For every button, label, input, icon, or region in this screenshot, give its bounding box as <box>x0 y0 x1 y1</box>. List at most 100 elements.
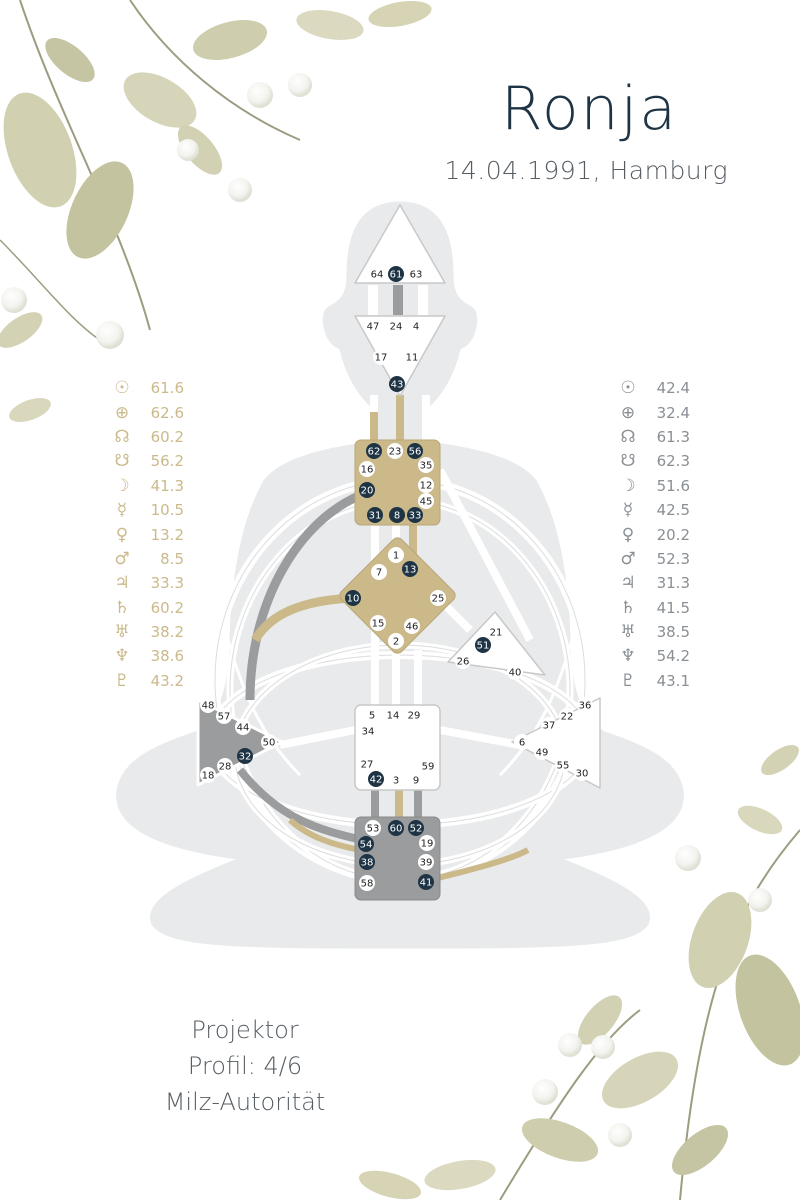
gate-17[interactable]: 17 <box>373 349 389 365</box>
gate-59[interactable]: 59 <box>420 758 436 774</box>
planet-gate-value: 43.1 <box>656 671 690 690</box>
gate-54[interactable]: 54 <box>358 836 374 852</box>
gate-marker <box>200 697 216 713</box>
gate-12[interactable]: 12 <box>418 477 434 493</box>
gate-3[interactable]: 3 <box>388 772 404 788</box>
gate-16[interactable]: 16 <box>359 461 375 477</box>
gate-20[interactable]: 20 <box>359 482 375 498</box>
gate-14[interactable]: 14 <box>385 707 401 723</box>
gate-30[interactable]: 30 <box>574 765 590 781</box>
gate-38[interactable]: 38 <box>359 854 375 870</box>
gate-21[interactable]: 21 <box>488 624 504 640</box>
planet-gate-value: 41.3 <box>150 476 184 495</box>
gate-44[interactable]: 44 <box>235 719 251 735</box>
gate-number: 4 <box>413 322 419 333</box>
gate-1[interactable]: 1 <box>388 547 404 563</box>
gate-5[interactable]: 5 <box>364 707 380 723</box>
gate-24[interactable]: 24 <box>388 318 404 334</box>
gate-8[interactable]: 8 <box>389 507 405 523</box>
gate-25[interactable]: 25 <box>430 590 446 606</box>
gate-marker <box>418 477 434 493</box>
gate-34[interactable]: 34 <box>360 723 376 739</box>
g-center[interactable] <box>337 535 457 655</box>
gate-55[interactable]: 55 <box>555 757 571 773</box>
gate-marker <box>408 266 424 282</box>
gate-57[interactable]: 57 <box>216 708 232 724</box>
leaf-decoration-bottom-right <box>358 744 800 1200</box>
gate-marker <box>455 653 471 669</box>
gate-26[interactable]: 26 <box>455 653 471 669</box>
gate-number: 56 <box>409 447 422 458</box>
heart-center[interactable] <box>447 611 546 676</box>
gate-13[interactable]: 13 <box>402 561 418 577</box>
gate-11[interactable]: 11 <box>404 349 420 365</box>
gate-60[interactable]: 60 <box>388 820 404 836</box>
gate-47[interactable]: 47 <box>365 318 381 334</box>
gate-23[interactable]: 23 <box>387 443 403 459</box>
leaf-decoration-top-left <box>0 0 432 423</box>
gate-number: 48 <box>202 701 215 712</box>
head-center[interactable] <box>354 204 446 284</box>
gate-41[interactable]: 41 <box>418 874 434 890</box>
sacral-center[interactable] <box>354 704 441 791</box>
gate-29[interactable]: 29 <box>406 707 422 723</box>
planet-row: ☋62.3 <box>614 449 690 473</box>
gate-46[interactable]: 46 <box>404 618 420 634</box>
gate-43[interactable]: 43 <box>389 376 405 392</box>
gate-31[interactable]: 31 <box>367 507 383 523</box>
gate-63[interactable]: 63 <box>408 266 424 282</box>
gate-45[interactable]: 45 <box>418 493 434 509</box>
gate-53[interactable]: 53 <box>365 820 381 836</box>
gate-61[interactable]: 61 <box>388 266 404 282</box>
gate-52[interactable]: 52 <box>408 820 424 836</box>
gate-4[interactable]: 4 <box>408 318 424 334</box>
planet-row: ♃31.3 <box>614 571 690 595</box>
gate-39[interactable]: 39 <box>418 854 434 870</box>
gate-36[interactable]: 36 <box>577 697 593 713</box>
gate-28[interactable]: 28 <box>217 758 233 774</box>
gate-35[interactable]: 35 <box>418 457 434 473</box>
gate-50[interactable]: 50 <box>261 734 277 750</box>
gate-27[interactable]: 27 <box>359 756 375 772</box>
design-planets-column: ☉61.6⊕62.6☊60.2☋56.2☽41.3☿10.5♀13.2♂8.5♃… <box>108 376 184 693</box>
gate-number: 41 <box>420 878 433 889</box>
planet-row: ☋56.2 <box>108 449 184 473</box>
gate-marker <box>407 443 423 459</box>
gate-number: 33 <box>409 511 422 522</box>
gate-marker <box>261 734 277 750</box>
gate-49[interactable]: 49 <box>534 744 550 760</box>
gate-22[interactable]: 22 <box>559 708 575 724</box>
planet-gate-value: 60.2 <box>150 598 184 617</box>
gate-marker <box>359 756 375 772</box>
gate-18[interactable]: 18 <box>200 767 216 783</box>
gate-48[interactable]: 48 <box>200 697 216 713</box>
gate-9[interactable]: 9 <box>408 772 424 788</box>
planet-gate-value: 62.6 <box>150 403 184 422</box>
gate-number: 24 <box>390 322 403 333</box>
gate-10[interactable]: 10 <box>345 590 361 606</box>
gate-42[interactable]: 42 <box>368 771 384 787</box>
gate-7[interactable]: 7 <box>371 564 387 580</box>
gate-62[interactable]: 62 <box>366 443 382 459</box>
gate-number: 27 <box>361 760 374 771</box>
gate-marker <box>402 561 418 577</box>
gate-15[interactable]: 15 <box>370 615 386 631</box>
gate-number: 63 <box>410 270 423 281</box>
personality-planets-column: ☉42.4⊕32.4☊61.3☋62.3☽51.6☿42.5♀20.2♂52.3… <box>614 376 690 693</box>
gate-number: 16 <box>361 465 374 476</box>
gate-37[interactable]: 37 <box>541 717 557 733</box>
gate-2[interactable]: 2 <box>388 633 404 649</box>
gate-56[interactable]: 56 <box>407 443 423 459</box>
gate-6[interactable]: 6 <box>514 734 530 750</box>
gate-number: 7 <box>376 568 382 579</box>
gate-number: 37 <box>543 721 556 732</box>
gate-58[interactable]: 58 <box>359 875 375 891</box>
gate-33[interactable]: 33 <box>407 507 423 523</box>
gate-40[interactable]: 40 <box>507 664 523 680</box>
gate-19[interactable]: 19 <box>419 835 435 851</box>
gate-number: 25 <box>432 594 445 605</box>
gate-32[interactable]: 32 <box>237 748 253 764</box>
gate-marker <box>507 664 523 680</box>
gate-51[interactable]: 51 <box>475 637 491 653</box>
gate-64[interactable]: 64 <box>369 266 385 282</box>
